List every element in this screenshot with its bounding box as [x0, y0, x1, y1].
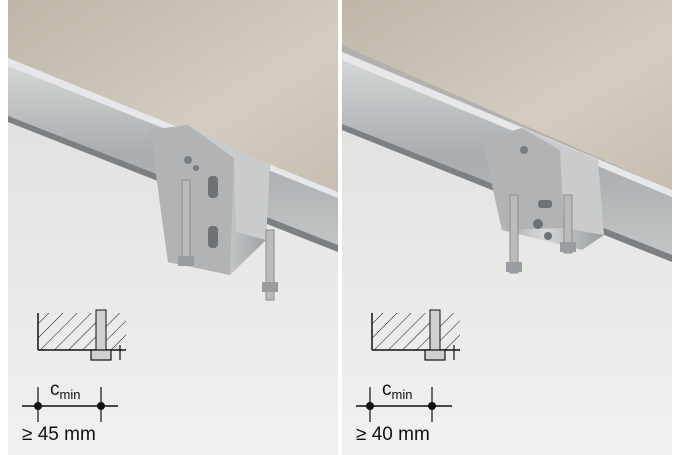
- illustration-right: [342, 0, 672, 455]
- dimension-line: [356, 387, 452, 422]
- concrete-slab: [8, 0, 338, 200]
- edge-distance-schematic: [371, 309, 460, 361]
- mounting-bracket: [150, 125, 270, 275]
- anchor-bolt-1: [178, 179, 194, 266]
- panel-right: cmin ≥ 40 mm: [342, 0, 672, 455]
- edge-distance-value: ≥ 45 mm: [22, 424, 96, 445]
- anchor-bolt-2: [262, 229, 278, 301]
- cmin-label: cmin: [50, 379, 81, 402]
- anchor-bolt-1: [506, 194, 522, 274]
- cmin-label: cmin: [382, 379, 413, 402]
- edge-distance-value: ≥ 40 mm: [356, 424, 430, 445]
- edge-distance-schematic: [37, 309, 126, 361]
- dimension-line: [22, 387, 118, 422]
- illustration-left: [8, 0, 338, 455]
- concrete-slab: [342, 0, 672, 190]
- panel-left: cmin ≥ 45 mm: [8, 0, 338, 455]
- anchor-bolt-2: [560, 194, 576, 254]
